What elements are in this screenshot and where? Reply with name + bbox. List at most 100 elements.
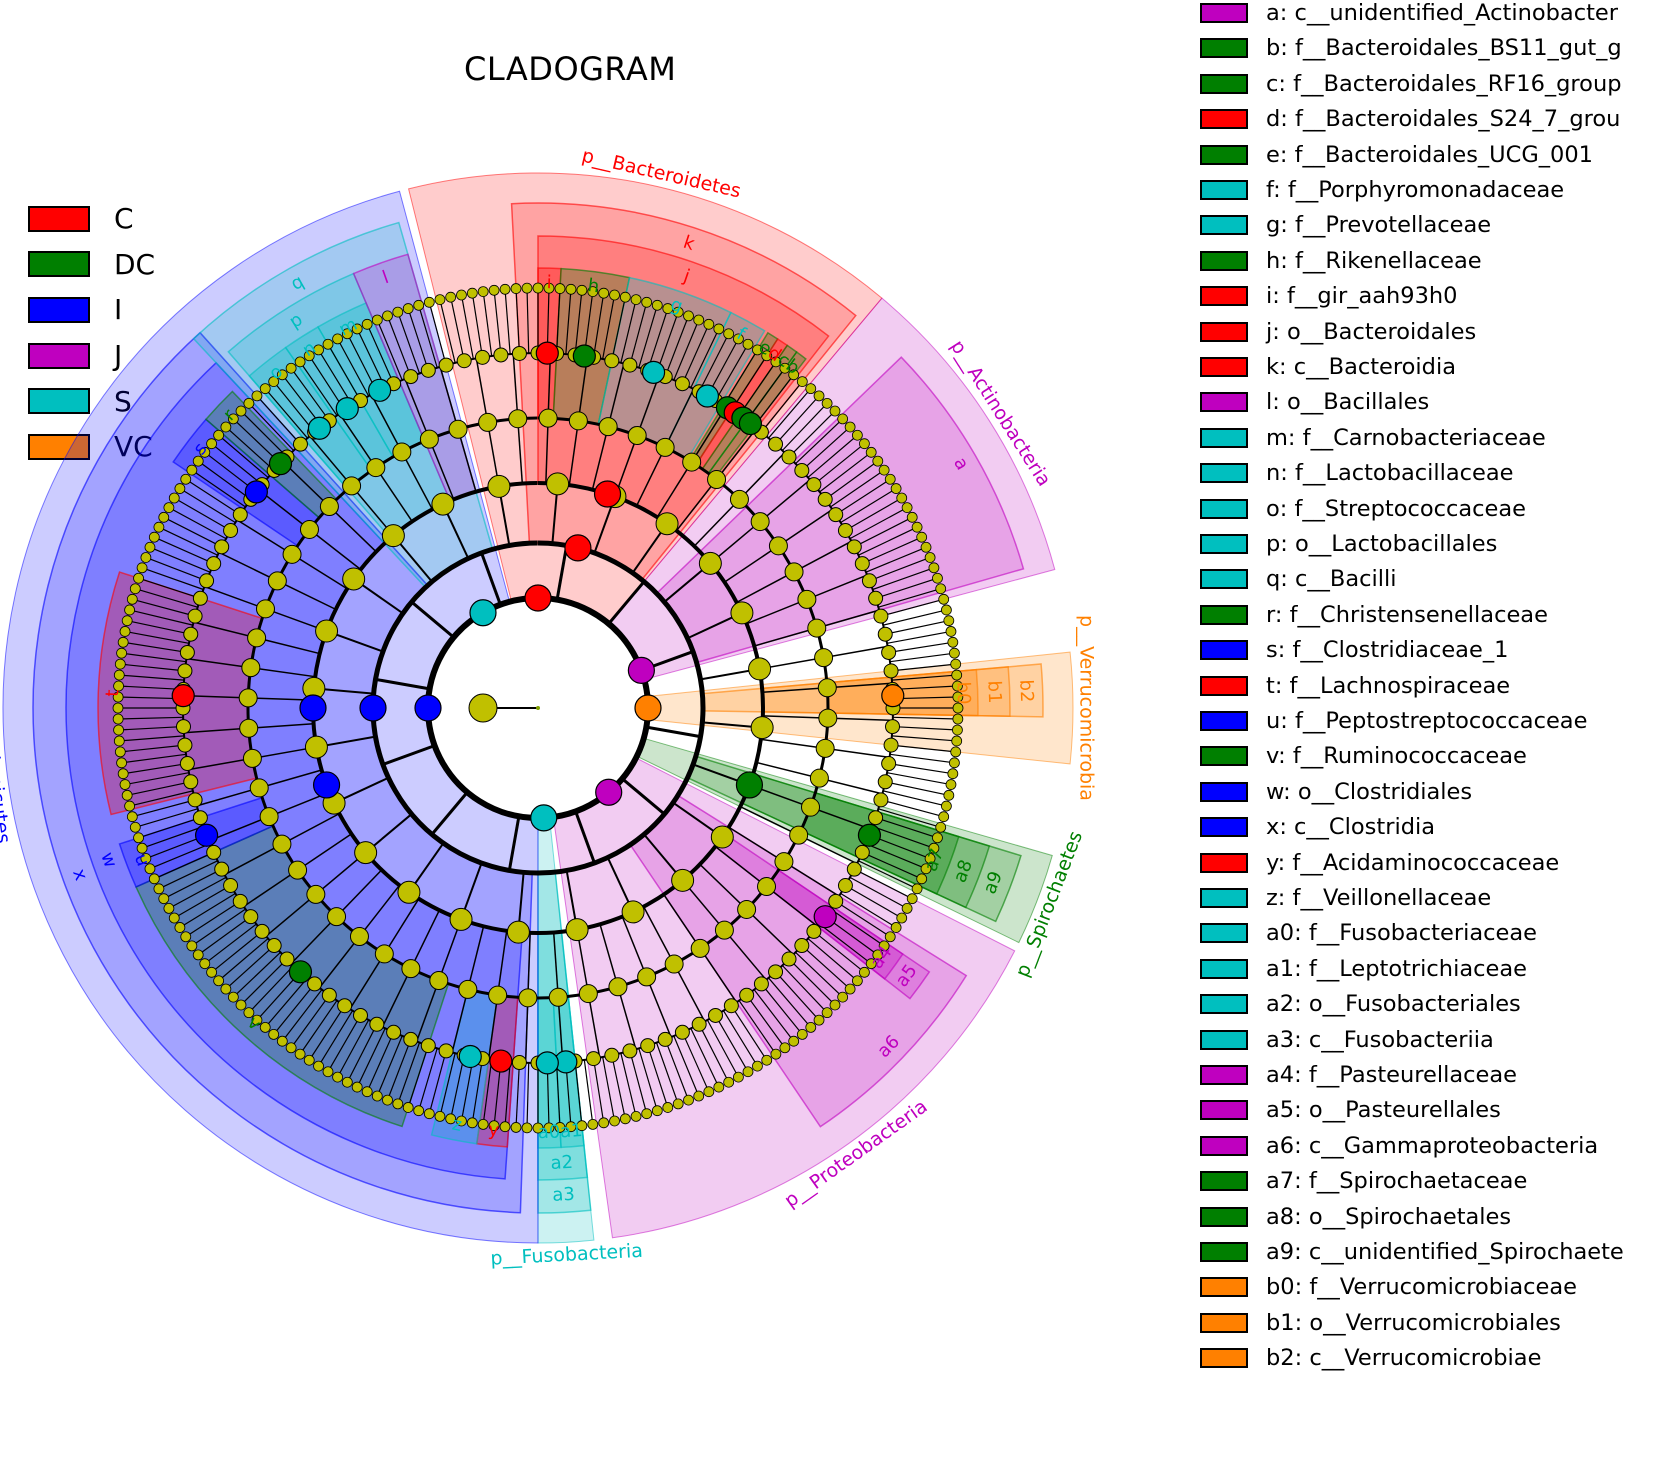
leaf-branch [753, 989, 795, 1042]
leaf-branch [620, 299, 637, 363]
taxa-label: k: c__Bacteroidia [1266, 354, 1456, 380]
family-node [242, 748, 262, 768]
family-node [267, 571, 287, 591]
leaf-branch [781, 402, 828, 451]
family-node [255, 599, 275, 619]
leaf-branch [673, 1035, 700, 1097]
taxa-legend-item: n: f__Lactobacillaceae [1200, 458, 1514, 488]
leaf-node [805, 383, 817, 395]
family-node [518, 988, 538, 1008]
clade-letter-label: a2 [550, 1152, 574, 1174]
leaf-branch [647, 1045, 669, 1108]
leaf-branch [366, 1032, 395, 1092]
taxa-legend-item: y: f__Acidaminococcaceae [1200, 848, 1559, 878]
biomarker-node [735, 771, 764, 799]
leaf-branch [880, 799, 944, 818]
class-branch [507, 816, 521, 871]
leaf-node [683, 1094, 694, 1106]
leaf-branch [892, 725, 958, 731]
leaf-branch [880, 598, 944, 617]
leaf-branch [775, 971, 820, 1021]
taxa-swatch [1200, 817, 1248, 838]
biomarker-node [268, 452, 293, 476]
taxa-legend-item: t: f__Lachnospiraceae [1200, 671, 1510, 701]
leaf-branch [664, 315, 690, 377]
leaf-branch [118, 725, 184, 731]
leaf-node [911, 883, 923, 895]
taxa-swatch [1200, 1242, 1248, 1262]
genus-node [674, 1024, 690, 1040]
leaf-branch [407, 1045, 429, 1108]
taxa-label: x: c__Clostridia [1266, 814, 1436, 841]
leaf-node [382, 310, 393, 322]
family-node [784, 562, 804, 582]
root-node [468, 693, 498, 723]
family-node [238, 688, 258, 708]
order-node [671, 868, 695, 892]
genus-node [877, 774, 893, 790]
genus-node [337, 998, 353, 1014]
leaf-branch [218, 938, 269, 982]
leaf-node [119, 626, 131, 637]
leaf-node [872, 949, 884, 961]
leaf-branch [191, 908, 246, 947]
biomarker-node [813, 905, 837, 929]
leaf-node [294, 356, 306, 368]
biomarker-node [299, 694, 327, 722]
leaf-branch [746, 994, 786, 1049]
leaf-node [163, 903, 175, 914]
group-swatch [28, 296, 90, 323]
taxa-swatch [1200, 923, 1248, 944]
leaf-branch [197, 916, 252, 956]
leaf-node [114, 658, 126, 670]
leaf-branch [225, 945, 275, 990]
leaf-node [251, 1014, 263, 1026]
leaf-node [713, 1081, 725, 1093]
leaf-branch [127, 620, 191, 635]
genus-node [232, 507, 248, 523]
leaf-branch [892, 716, 958, 720]
genus-node [474, 349, 490, 365]
leaf-node [303, 350, 315, 362]
genus-node [292, 436, 308, 452]
leaf-node [761, 350, 773, 362]
group-legend-item: S [28, 378, 155, 424]
taxa-legend-item: a9: c__unidentified_Spirochaete [1200, 1237, 1624, 1267]
leaf-node [174, 922, 186, 933]
leaf-node [598, 287, 610, 299]
leaf-node [124, 604, 136, 616]
leaf-node [114, 746, 126, 758]
leaf-node [113, 735, 125, 747]
genus-node [214, 861, 230, 877]
genus-node [885, 719, 901, 735]
leaf-branch [163, 868, 222, 900]
taxa-legend-item: r: f__Christensenellaceae [1200, 600, 1548, 630]
leaf-branch [450, 1055, 465, 1119]
leaf-branch [149, 843, 211, 870]
family-node [714, 920, 734, 940]
leaf-node [935, 583, 947, 595]
leaf-node [434, 294, 446, 306]
leaf-node [466, 287, 478, 299]
taxa-swatch [1200, 1135, 1248, 1156]
leaf-node [609, 1115, 620, 1127]
taxa-label: c: f__Bacteroidales_RF16_group [1266, 70, 1622, 97]
leaf-branch [135, 808, 198, 828]
genus-node [586, 1051, 602, 1067]
family-node [299, 519, 319, 539]
group-swatch [28, 433, 90, 460]
taxa-legend-item: a4: f__Pasteurellaceae [1200, 1060, 1517, 1090]
leaf-branch [849, 876, 908, 909]
taxa-legend-item: o: f__Streptococcaceae [1200, 494, 1526, 524]
leaf-branch [872, 825, 935, 849]
leaf-node [220, 983, 232, 995]
taxa-swatch [1200, 746, 1248, 767]
leaf-branch [141, 825, 204, 849]
biomarker-node [572, 344, 596, 368]
taxa-label: d: f__Bacteroidales_S24_7_grou [1266, 106, 1621, 133]
class-branch [621, 777, 666, 816]
class-branch [555, 545, 569, 600]
class-branch [410, 600, 455, 639]
family-node [272, 834, 292, 854]
